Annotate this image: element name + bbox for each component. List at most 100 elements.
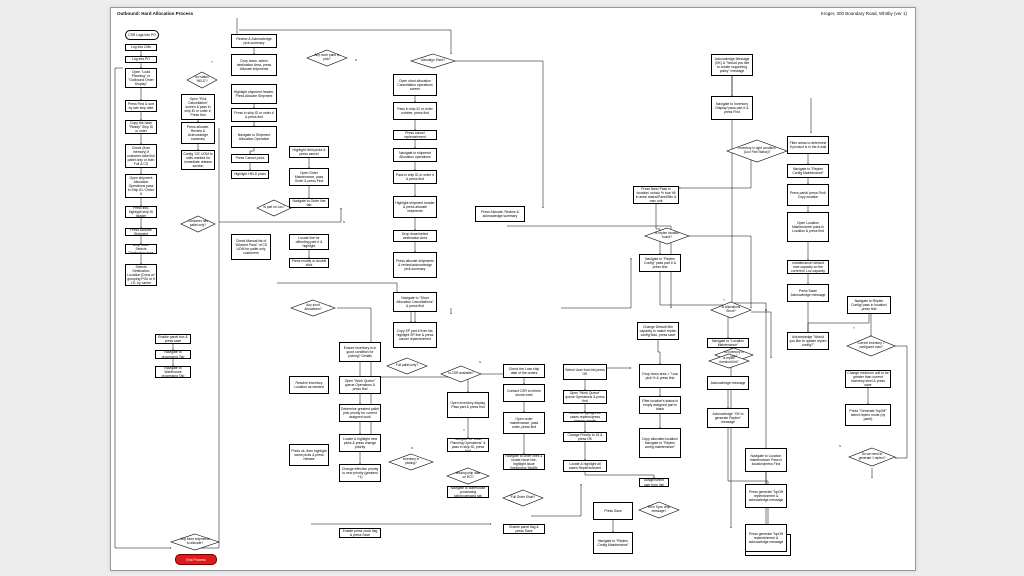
edge-label: N [343,220,346,224]
process-step: Locate & highlight all cases Replenishme… [563,460,607,472]
connector [751,311,772,359]
decision-diamond [846,335,896,357]
edge-label: N [839,444,842,448]
process-step: Navigate to Order line tab [289,198,329,208]
process-step: Acknowledge Message (OK) & "Would you li… [711,54,753,76]
decision-diamond [446,467,490,485]
process-step: Drop down, select destination Area, pres… [231,54,277,76]
decision-diamond [290,299,336,317]
process-step: Open inventory display, Pass part & pres… [447,392,489,418]
process-step: Press Find & sort by late ship date [125,100,157,112]
process-step: Navigate to processing Tab [155,350,191,359]
decision-diamond [848,447,896,467]
edge-label: Y [723,298,726,302]
process-step: Filter location's status is empty assign… [639,396,681,414]
decision-label: Current inventory > configured max? [857,341,885,349]
decision-label: Is part on Loc? [263,205,285,210]
decision-label: Inventory in picking? [402,457,420,465]
process-step: Navigate to "Short Allocation Cancellati… [393,292,437,312]
edge-label: Y [463,428,466,432]
connector [249,148,255,155]
process-step: Press ok, then highlight same picks & pr… [289,444,329,466]
process-step: Press Cancel picks [231,154,269,163]
process-step: Press Save/ Acknowledge message [787,284,829,302]
process-step: Highlight Held picks & press cancel [289,146,329,158]
process-step: Check the Loss ship date of the orders [503,364,545,378]
decision-diamond [410,53,456,69]
process-step: Press allocate, Review & Acknowledge sum… [181,122,215,144]
edge-label: N [411,446,414,450]
process-step: Navigate to "Location Maintenance" [707,338,749,348]
process-step: Copy SP part # from list, highlight SP l… [393,322,437,348]
process-step: Open "Work Queue" queue Operations & pre… [339,376,381,394]
process-step: Highlight shipment header, Press Allocat… [231,84,277,104]
process-step: Drop down Selects Destination Location (… [125,264,157,286]
decision-diamond [638,501,680,519]
process-step: Config 'CS' UOM to units marked for imme… [181,150,215,170]
process-step: Change effective priority to new priorit… [339,464,381,482]
process-step: Navigate to Warehouse processing Tab [155,366,191,378]
process-step: Drop down/select destination Area [393,230,437,242]
decision-diamond [388,453,434,471]
decision-diamond [708,353,750,369]
process-step: Enable panel box & press save [155,334,191,344]
process-step: Locate & highlight all cases replens/pre… [563,412,607,422]
decision-label: Hit in Sync drop message? [647,505,671,513]
process-step: Highlight HELD picks [231,170,269,179]
process-step: Press in ship ID or order # & press find [231,108,277,122]
process-step: Check (from memory) if customer-label fu… [125,144,157,168]
process-step: Review & Acknowledge pick summary [231,34,277,48]
connector [655,204,661,255]
decision-diamond [644,227,690,245]
decision-diamond [186,71,218,89]
process-step: Press cancel replenishment [393,130,437,140]
decision-label: Inv status 'HELD'? [195,75,209,83]
decision-label: Allocation Short? [420,58,446,63]
process-step: Press generate TopOff replenishment & ac… [745,484,787,508]
process-step: Navigate to Replen Config/ pass in locat… [847,296,891,314]
connector [531,483,582,517]
connector [359,362,469,393]
start-terminator: CSR Logs into PO [125,30,159,40]
edge-label: Y [329,304,332,308]
connector-layer [114,18,908,552]
process-step: Navigate to "Load Planning Operations" &… [447,438,489,452]
process-step: Navigate to Shipment Allocation Operatio… [231,126,277,148]
connector [114,67,172,549]
decision-diamond [440,365,482,383]
edge-label: N [765,308,768,312]
process-step: Update location maintenance/ default max… [787,260,829,274]
connector [731,53,767,552]
connector [277,282,398,299]
process-step: Press allocate shipments & review/acknow… [393,252,437,278]
decision-label: Any more parts to pick? [314,53,340,61]
process-step: Open short allocation Cancellation opera… [393,74,437,96]
decision-label: Customer has pallet only? [188,219,208,227]
process-step: Navigate to order lines & locate issue l… [503,454,545,470]
process-step: Ensure Inventory is in good condition fo… [339,342,381,362]
connector [219,207,342,223]
connector [455,60,544,209]
edge-label: N [355,58,358,62]
decision-label: Missing ship date on RO? [455,471,481,479]
decision-diamond [170,533,220,551]
process-step: Open "Load Planning" or "Outbound Order … [125,68,157,88]
connector [507,225,672,309]
connector [584,472,655,479]
process-step: Press find, highlight ship ID header [125,206,157,218]
connector [239,29,452,55]
process-step: Select User from list press OK [563,364,607,380]
process-step: Open Location Maintenance/ pass in Locat… [787,212,829,242]
process-step: Press Assign/select user from list/ pres… [639,478,669,487]
process-step: Drop down area > "Lisa pick % & press fi… [639,364,681,388]
process-step: Locate & highlight new picks & press cha… [339,434,381,452]
decision-diamond [502,489,544,507]
process-step: Drop down Selects Destination Area [125,244,157,254]
process-step: Navigate to shipment Allocation operatio… [393,148,437,162]
edge-label: N [479,360,482,364]
process-step: Log into PO [125,56,157,63]
process-step: Open Order Maintenance, pass Order & pre… [289,168,329,186]
end-terminator: End Process [175,554,217,565]
process-step: Highlight shipment header & press alloca… [393,196,437,218]
edge-label: Y [853,326,856,330]
